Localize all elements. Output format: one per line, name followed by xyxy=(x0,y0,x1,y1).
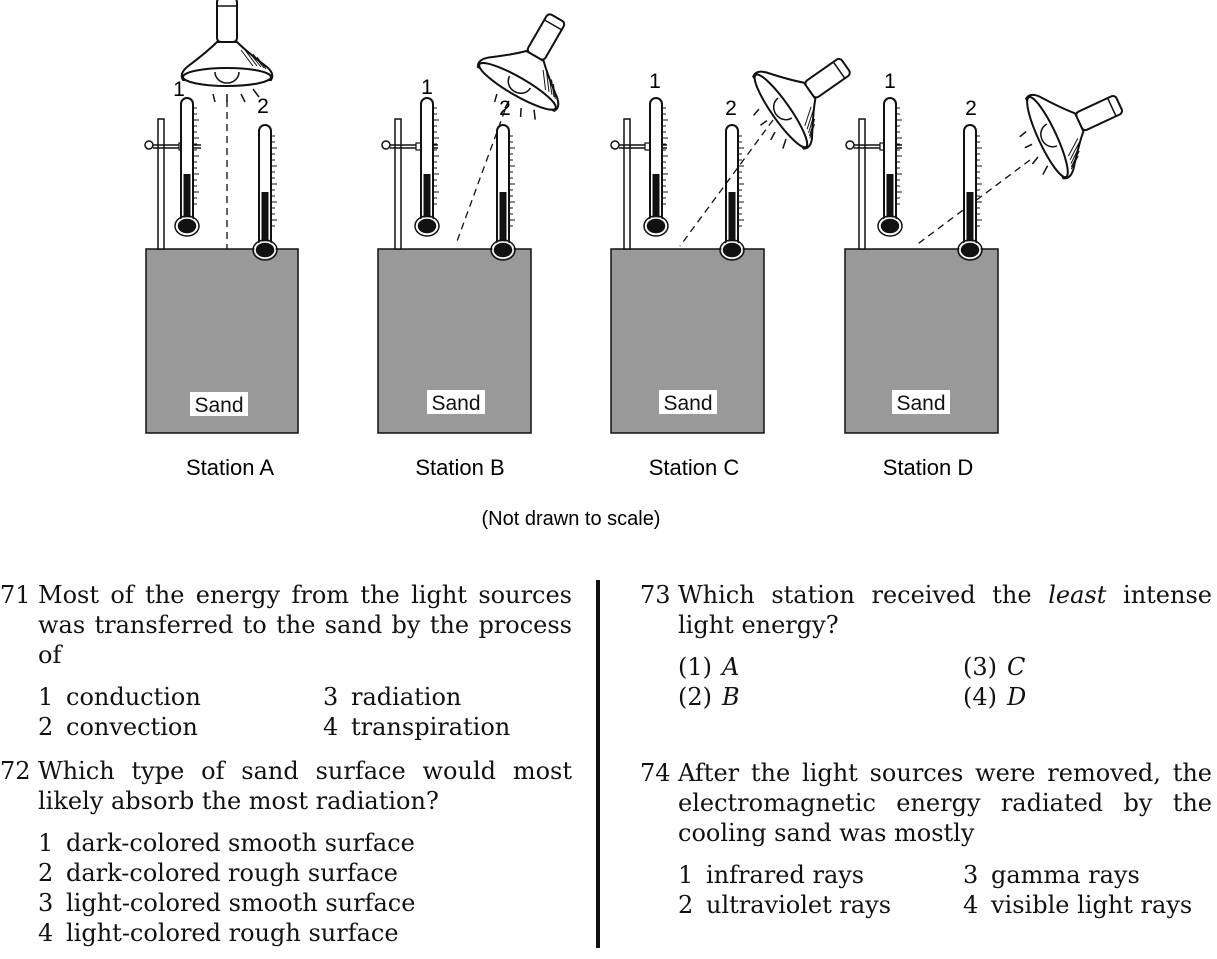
option-1[interactable]: (1)A xyxy=(678,653,740,681)
emphasis-least: least xyxy=(1048,581,1107,609)
question-74: 74 After the light sources were removed,… xyxy=(640,758,1212,920)
thermometer-1-label: 1 xyxy=(421,76,433,99)
sand-label: Sand xyxy=(194,394,243,417)
thermometer-1-label: 1 xyxy=(173,78,185,101)
thermometer-1-label: 1 xyxy=(649,70,661,93)
lamp-icon xyxy=(180,0,274,87)
light-path xyxy=(679,119,774,247)
lamp-icon xyxy=(472,0,598,125)
sand-label: Sand xyxy=(431,392,480,415)
station-b: Sand 1 2 Station B xyxy=(377,0,598,480)
question-72: 72 Which type of sand surface would most… xyxy=(0,756,572,948)
sand-label: Sand xyxy=(663,392,712,415)
thermometer-1-label: 1 xyxy=(884,70,896,93)
questions-section: 71 Most of the energy from the light sou… xyxy=(0,570,1217,959)
option-3[interactable]: (3)C xyxy=(963,653,1026,681)
lab-setup-diagram: Sand 1 2 Station A Sand 1 2 Station B Sa… xyxy=(144,0,1140,530)
station-label: Station A xyxy=(186,455,274,480)
option-4[interactable]: (4)D xyxy=(963,683,1027,711)
question-stem: Which type of sand surface would most li… xyxy=(38,757,572,815)
diagram-caption: (Not drawn to scale) xyxy=(482,508,661,530)
sand-label: Sand xyxy=(896,392,945,415)
question-stem: Most of the energy from the light source… xyxy=(38,581,572,669)
station-d: Sand 1 2 Station D xyxy=(844,61,1140,480)
thermometer-2-label: 2 xyxy=(257,95,269,118)
question-number: 72 xyxy=(0,757,31,785)
thermometer-2-label: 2 xyxy=(725,97,737,120)
question-number: 71 xyxy=(0,581,31,609)
station-c: Sand 1 2 Station C xyxy=(610,27,873,480)
question-stem: After the light sources were removed, th… xyxy=(678,759,1212,847)
question-number: 73 xyxy=(640,581,671,609)
question-71: 71 Most of the energy from the light sou… xyxy=(0,580,572,742)
question-stem: Which station received the least intense… xyxy=(678,581,1212,639)
station-label: Station B xyxy=(415,455,504,480)
lamp-icon xyxy=(1018,61,1140,184)
column-divider xyxy=(596,580,600,948)
question-number: 74 xyxy=(640,759,671,787)
question-73: 73 Which station received the least inte… xyxy=(640,580,1212,712)
thermometer-2-label: 2 xyxy=(499,97,511,120)
station-a: Sand 1 2 Station A xyxy=(144,0,299,480)
option-2[interactable]: (2)B xyxy=(678,683,740,711)
station-label: Station D xyxy=(883,455,974,480)
station-label: Station C xyxy=(649,455,740,480)
thermometer-2-label: 2 xyxy=(965,97,977,120)
answer-options: (1)A (3)C (2)B (4)D xyxy=(678,652,1212,712)
